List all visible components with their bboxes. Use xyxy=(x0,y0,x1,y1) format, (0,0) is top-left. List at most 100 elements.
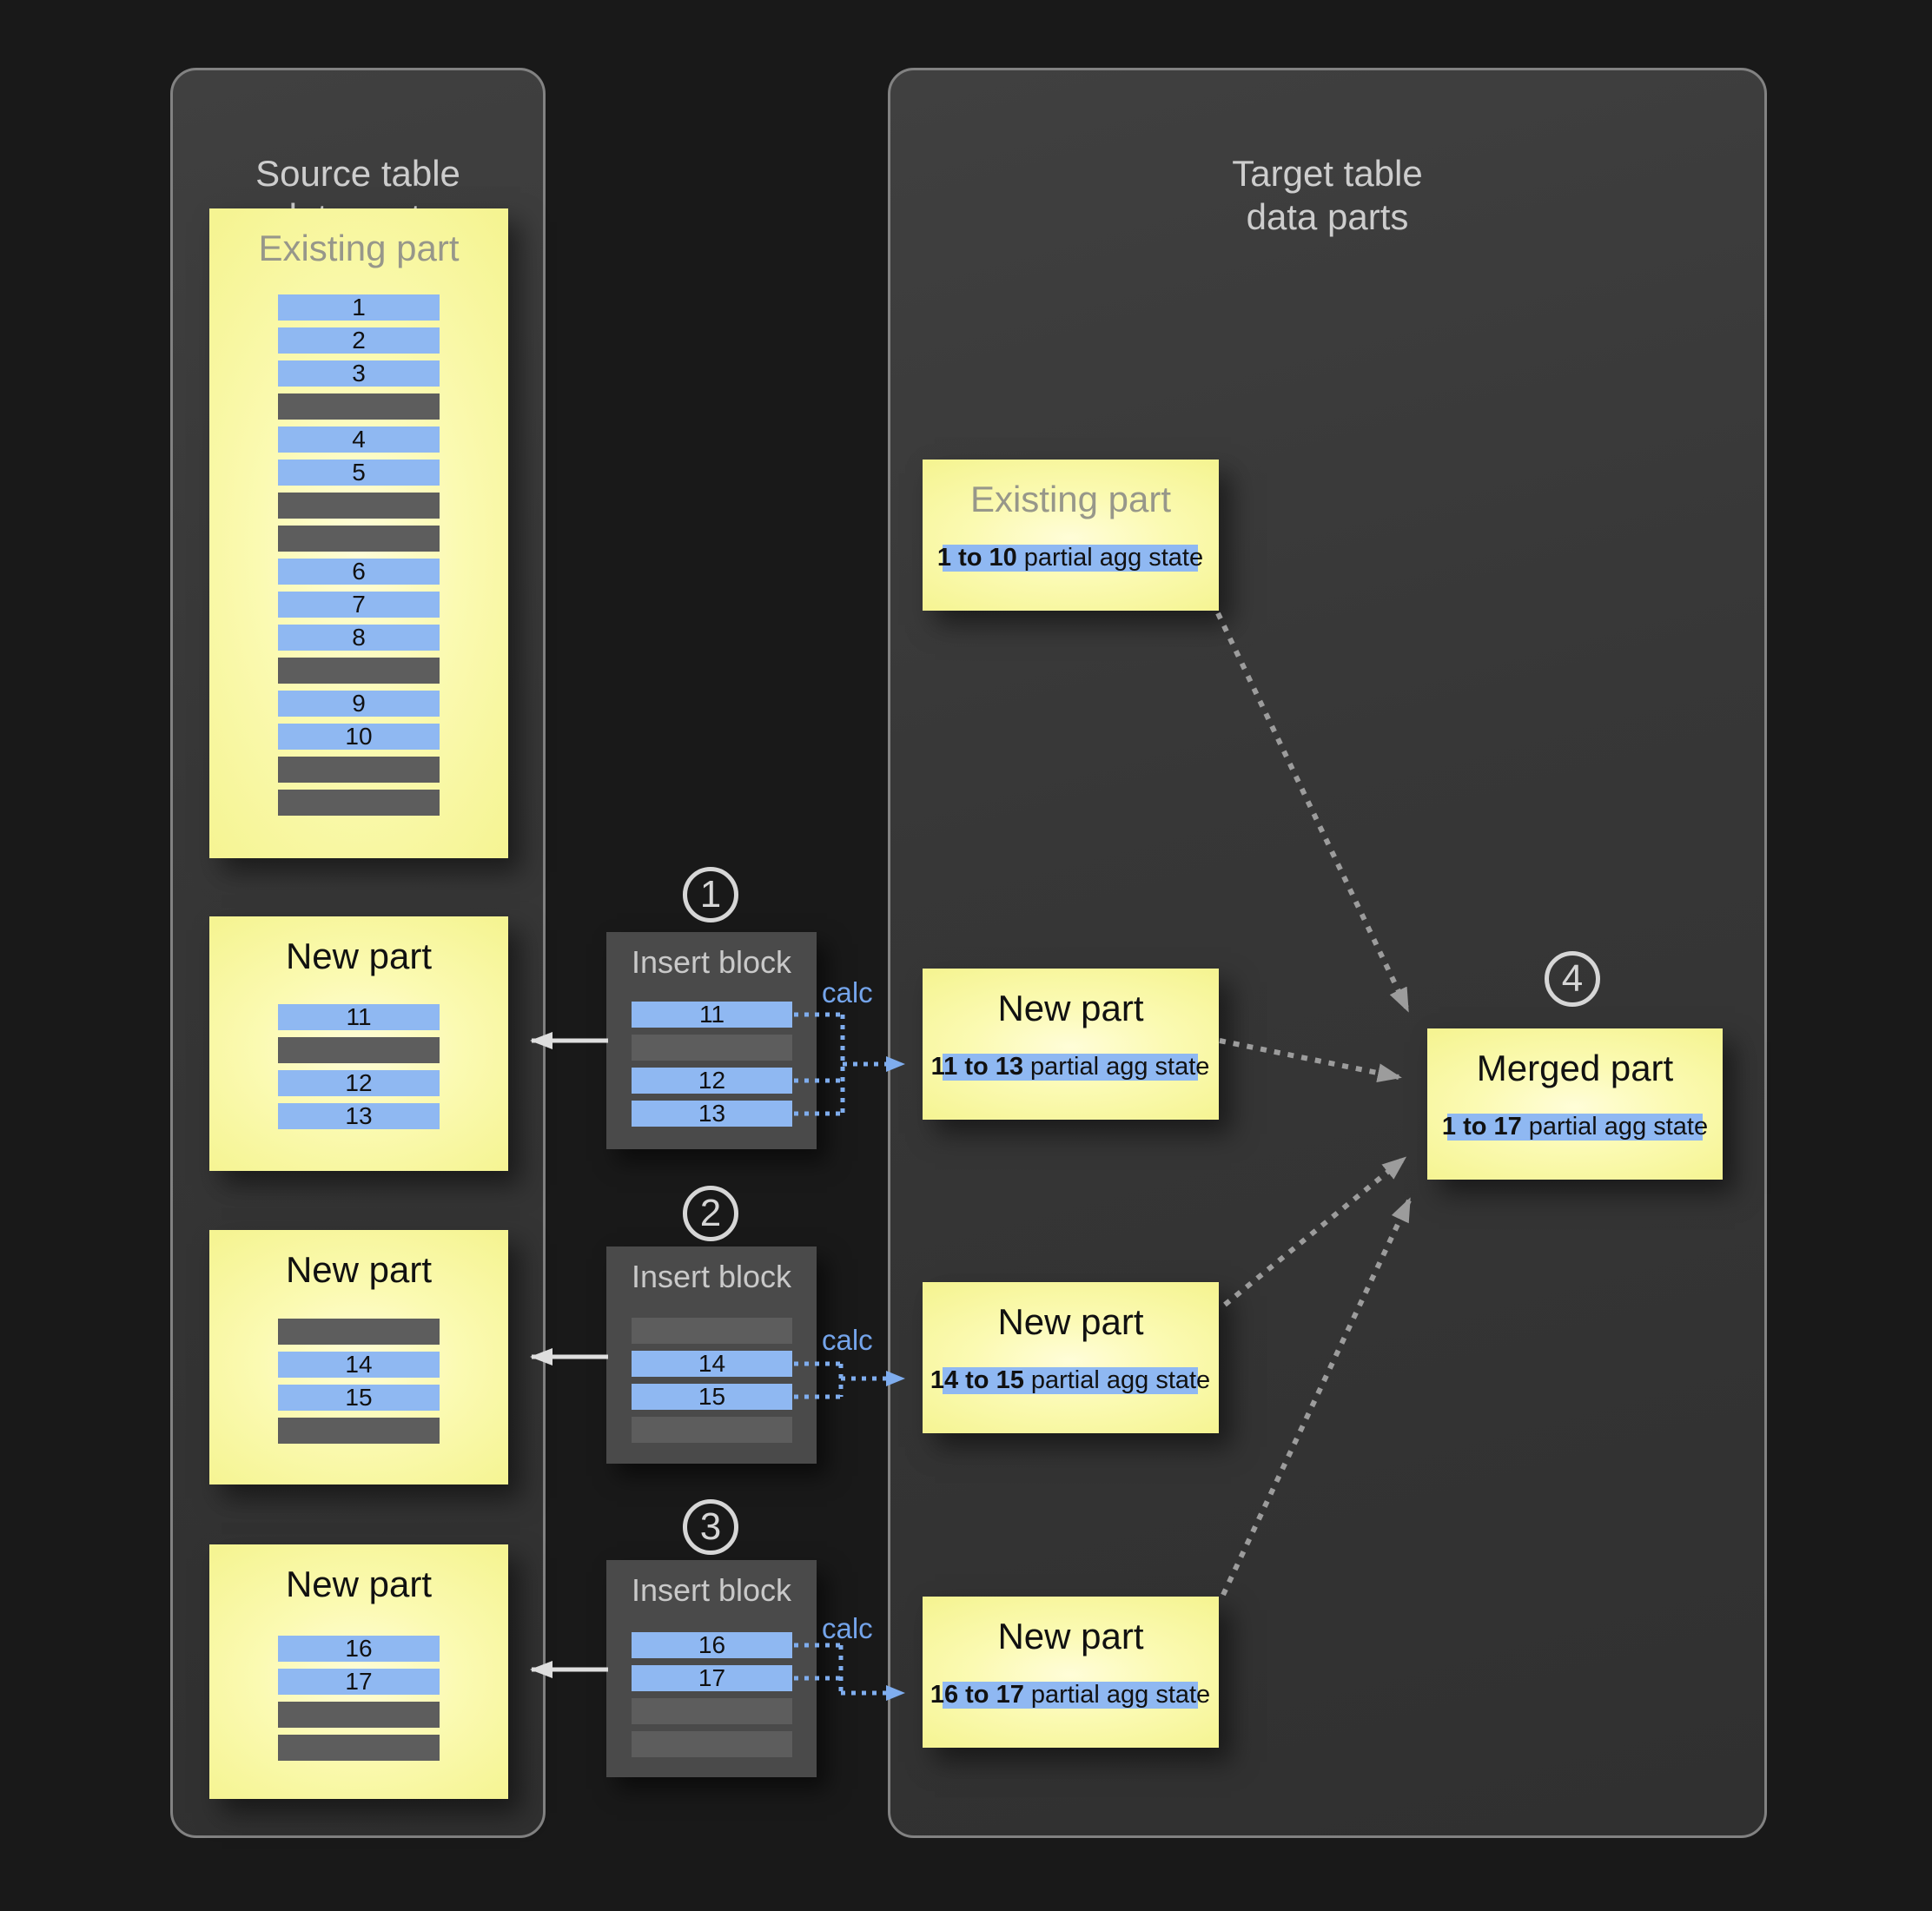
empty-row xyxy=(278,526,440,552)
step-number: 4 xyxy=(1561,957,1584,1000)
data-row: 15 xyxy=(278,1385,440,1411)
data-row: 1 xyxy=(278,294,440,321)
empty-row xyxy=(278,658,440,684)
insert-block-title: Insert block xyxy=(631,944,792,980)
part-title: Merged part xyxy=(1476,1048,1674,1088)
data-row: 14 xyxy=(278,1352,440,1378)
insert-block-1: Insert block 11 12 13 xyxy=(606,932,817,1149)
part-title: New part xyxy=(997,988,1144,1028)
agg-text: partial agg state xyxy=(1030,1053,1210,1081)
calc-label-3: calc xyxy=(822,1612,873,1644)
step-3-badge: 3 xyxy=(683,1499,738,1555)
empty-row xyxy=(278,790,440,816)
part-title: New part xyxy=(997,1616,1144,1656)
empty-row xyxy=(278,1735,440,1761)
agg-text: partial agg state xyxy=(1528,1113,1709,1141)
insert-block-rows: 11 12 13 xyxy=(632,1002,792,1134)
step-number: 1 xyxy=(699,873,722,916)
data-row: 12 xyxy=(278,1070,440,1096)
data-row: 16 xyxy=(278,1636,440,1662)
source-panel-title-line1: Source table xyxy=(255,153,460,194)
calc-label-1: calc xyxy=(822,976,873,1008)
agg-range: 16 to 17 xyxy=(930,1681,1024,1709)
part-title: New part xyxy=(285,1564,433,1604)
part-title: New part xyxy=(285,936,433,976)
source-existing-part: Existing part 1 2 3 4 5 6 7 8 9 10 xyxy=(209,208,508,858)
data-row: 4 xyxy=(278,427,440,453)
agg-range: 1 to 17 xyxy=(1441,1113,1522,1141)
data-row: 17 xyxy=(632,1665,792,1691)
target-table-panel: Target table data parts Existing part 1 … xyxy=(888,68,1767,1838)
part-title: Existing part xyxy=(258,228,460,268)
data-row: 13 xyxy=(632,1101,792,1127)
empty-row xyxy=(278,1702,440,1728)
data-row: 5 xyxy=(278,460,440,486)
data-row: 15 xyxy=(632,1384,792,1410)
step-number: 3 xyxy=(699,1505,722,1548)
data-row: 7 xyxy=(278,592,440,618)
empty-row xyxy=(278,1037,440,1063)
empty-row xyxy=(632,1698,792,1724)
empty-row xyxy=(632,1417,792,1443)
data-row: 12 xyxy=(632,1068,792,1094)
empty-row xyxy=(278,493,440,519)
step-number: 2 xyxy=(699,1192,722,1234)
target-panel-title-line1: Target table xyxy=(1232,153,1423,194)
data-row: 11 xyxy=(632,1002,792,1028)
source-table-panel: Source table data parts Existing part 12… xyxy=(170,68,546,1838)
data-row: 16 xyxy=(632,1632,792,1658)
part-rows: 1 2 3 4 5 6 7 8 9 10 xyxy=(278,294,440,823)
data-row: 17 xyxy=(278,1669,440,1695)
part-title: New part xyxy=(997,1301,1144,1342)
data-row: 10 xyxy=(278,724,440,750)
agg-range: 1 to 10 xyxy=(936,544,1017,572)
empty-row xyxy=(278,1418,440,1444)
part-title: Existing part xyxy=(969,479,1172,519)
step-2-badge: 2 xyxy=(683,1186,738,1241)
empty-row xyxy=(632,1318,792,1344)
data-row: 13 xyxy=(278,1103,440,1129)
calc-label-2: calc xyxy=(822,1324,873,1356)
agg-text: partial agg state xyxy=(1030,1366,1211,1394)
data-row: 6 xyxy=(278,559,440,585)
empty-row xyxy=(632,1731,792,1757)
data-row: 9 xyxy=(278,691,440,717)
target-panel-title: Target table data parts xyxy=(890,152,1764,239)
data-row: 11 xyxy=(278,1004,440,1030)
agg-text: partial agg state xyxy=(1023,544,1204,572)
data-row: 8 xyxy=(278,625,440,651)
data-row: 14 xyxy=(632,1351,792,1377)
empty-row xyxy=(278,393,440,420)
source-new-part-1: New part 11 12 13 xyxy=(209,916,508,1171)
step-1-badge: 1 xyxy=(683,867,738,922)
part-rows: 11 12 13 xyxy=(278,1004,440,1136)
insert-block-title: Insert block xyxy=(631,1572,792,1608)
data-row: 2 xyxy=(278,327,440,354)
empty-row xyxy=(278,1319,440,1345)
part-title: New part xyxy=(285,1249,433,1290)
insert-block-title: Insert block xyxy=(631,1259,792,1294)
agg-range: 11 to 13 xyxy=(930,1053,1024,1081)
empty-row xyxy=(632,1035,792,1061)
target-panel-title-line2: data parts xyxy=(1246,196,1409,237)
step-4-badge: 4 xyxy=(1545,951,1600,1007)
data-row: 3 xyxy=(278,360,440,387)
